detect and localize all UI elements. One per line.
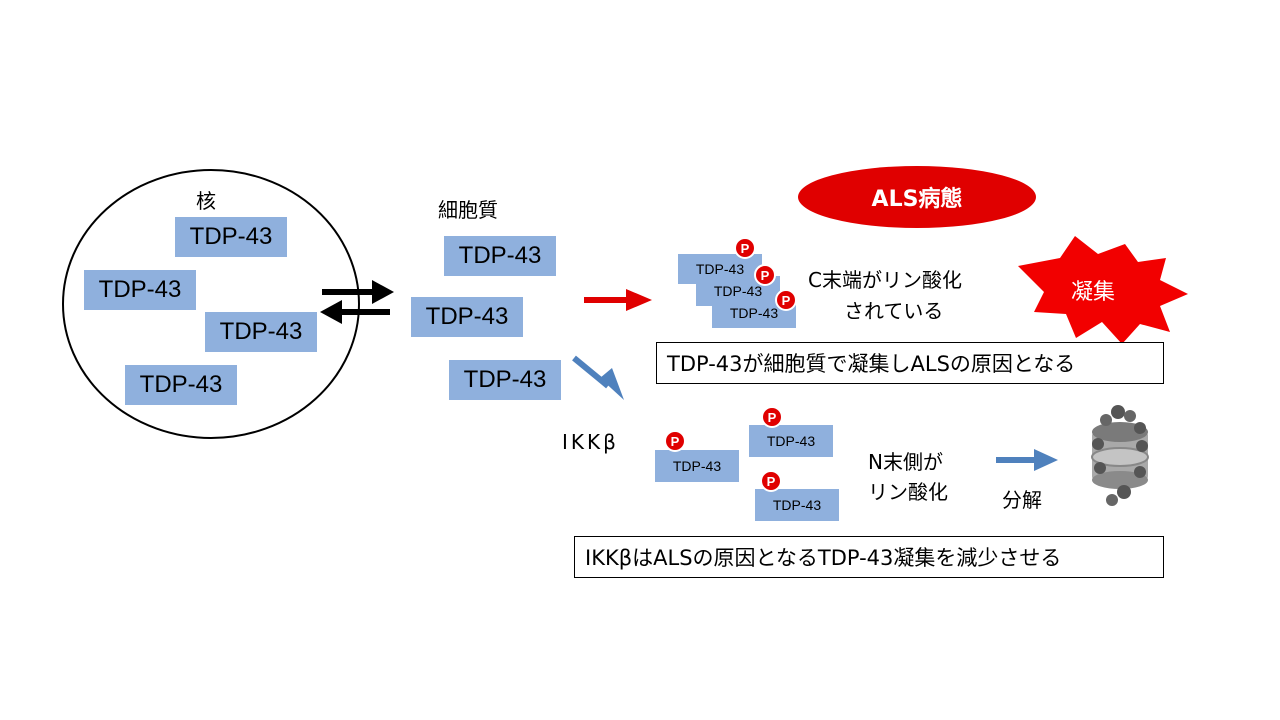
als-caption: TDP-43が細胞質で凝集しALSの原因となる xyxy=(656,342,1164,384)
phospho-icon: P xyxy=(761,406,783,428)
degradation-label: 分解 xyxy=(1002,488,1042,512)
als-pathology-badge: ALS病態 xyxy=(798,166,1036,228)
nucleus-protein-box: TDP-43 xyxy=(125,365,237,405)
ikk-beta-label: IKKβ xyxy=(562,430,619,454)
cytoplasm-protein-box: TDP-43 xyxy=(449,360,561,400)
cytoplasm-protein-box: TDP-43 xyxy=(411,297,523,337)
nucleus-outline xyxy=(62,169,360,439)
nucleus-protein-box: TDP-43 xyxy=(84,270,196,310)
ikk-protein-box: TDP-43 xyxy=(655,450,739,482)
n-terminal-note-line2: リン酸化 xyxy=(868,480,948,504)
phospho-icon: P xyxy=(734,237,756,259)
phospho-icon: P xyxy=(775,289,797,311)
nucleus-label: 核 xyxy=(196,189,216,213)
proteasome-icon xyxy=(1091,405,1149,506)
ikk-protein-box: TDP-43 xyxy=(749,425,833,457)
c-terminal-note-line1: C末端がリン酸化 xyxy=(808,268,962,292)
cytoplasm-protein-box: TDP-43 xyxy=(444,236,556,276)
n-terminal-note-line1: N末側が xyxy=(868,450,943,474)
cytoplasm-label: 細胞質 xyxy=(438,198,498,222)
c-terminal-note-line2: されている xyxy=(844,299,944,323)
phospho-icon: P xyxy=(754,264,776,286)
als-protein-box: TDP-43 xyxy=(712,298,796,328)
nucleus-protein-box: TDP-43 xyxy=(205,312,317,352)
phospho-icon: P xyxy=(664,430,686,452)
als-badge-label: ALS病態 xyxy=(871,187,963,212)
nucleus-protein-box: TDP-43 xyxy=(175,217,287,257)
blue-arrow-to-degradation xyxy=(996,449,1058,471)
ikk-protein-box: TDP-43 xyxy=(755,489,839,521)
aggregation-burst xyxy=(1018,236,1188,344)
red-arrow-to-als xyxy=(584,289,652,311)
blue-arrow-to-ikk xyxy=(572,355,624,400)
nucleocytoplasmic-exchange-arrows xyxy=(320,280,394,324)
phospho-icon: P xyxy=(760,470,782,492)
ikk-caption: IKKβはALSの原因となるTDP-43凝集を減少させる xyxy=(574,536,1164,578)
aggregation-label: 凝集 xyxy=(1071,280,1116,305)
